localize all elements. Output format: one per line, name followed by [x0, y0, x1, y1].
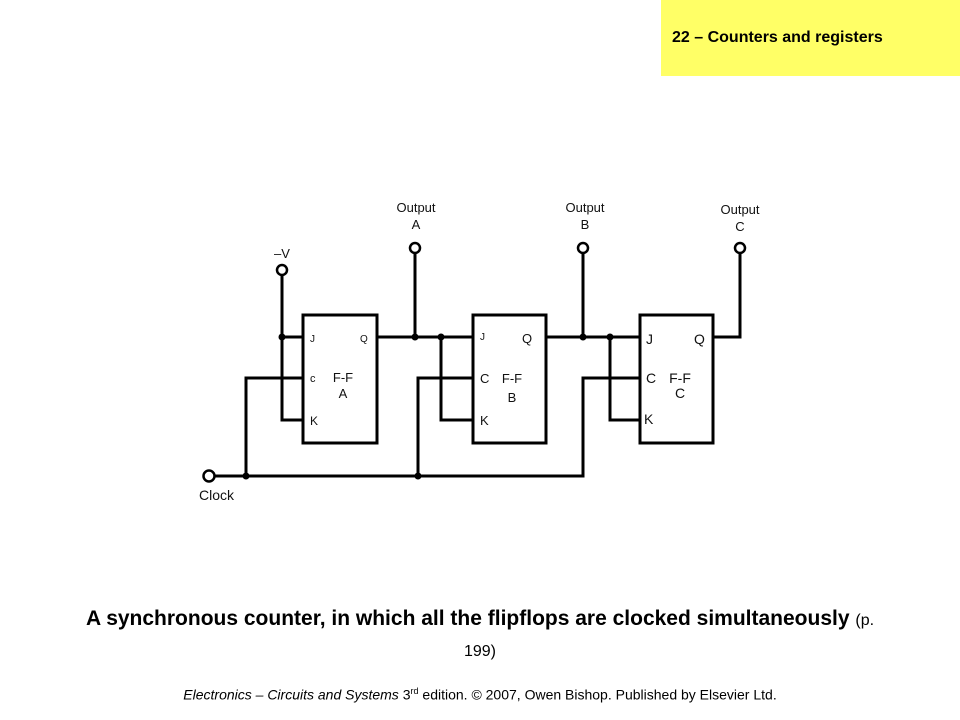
ff-c-c: C — [646, 370, 656, 386]
ff-a-name: F-F — [333, 370, 353, 385]
output-a-label: Output — [396, 200, 435, 215]
supply-terminal — [275, 263, 289, 277]
output-b-letter: B — [581, 217, 590, 232]
footer-book-title: Electronics – Circuits and Systems — [183, 686, 399, 703]
figure-caption: A synchronous counter, in which all the … — [80, 604, 880, 666]
ff-a-letter: A — [339, 386, 348, 401]
footer-publisher: edition. © 2007, Owen Bishop. Published … — [418, 686, 777, 703]
chapter-tab: 22 – Counters and registers — [661, 0, 960, 76]
footer-edition-number: 3 — [402, 686, 411, 703]
ff-c-letter: C — [675, 385, 685, 401]
output-b-label: Output — [565, 200, 604, 215]
footer-credit: Electronics – Circuits and Systems 3rd e… — [0, 686, 960, 703]
clock-terminal — [202, 469, 216, 483]
ff-a-j: J — [310, 334, 315, 345]
output-c-letter: C — [735, 219, 744, 234]
ff-b-letter: B — [508, 390, 517, 405]
ff-c-q: Q — [694, 331, 705, 347]
caption-page-ref: (p. 199) — [463, 612, 875, 660]
ff-b-q: Q — [522, 331, 532, 346]
supply-label: –V — [274, 246, 290, 261]
output-c-label: Output — [720, 202, 759, 217]
chapter-title: 22 – Counters and registers — [672, 29, 883, 46]
ff-b-k: K — [480, 413, 489, 428]
output-c-terminal — [733, 241, 747, 255]
ff-b-name: F-F — [502, 371, 522, 386]
q-c-wire — [711, 250, 742, 339]
ff-b-c: C — [480, 371, 489, 386]
footer-edition-suffix: rd — [410, 686, 419, 696]
ff-a-c: c — [310, 373, 316, 385]
output-a-terminal — [408, 241, 422, 255]
output-a-letter: A — [412, 217, 421, 232]
ff-a-q: Q — [360, 334, 368, 345]
output-b-terminal — [576, 241, 590, 255]
ff-c-j: J — [646, 331, 653, 347]
ff-c-k: K — [644, 411, 654, 427]
ff-c-name: F-F — [669, 370, 691, 386]
clock-label: Clock — [199, 487, 235, 503]
ff-a-k: K — [310, 414, 318, 428]
caption-text: A synchronous counter, in which all the … — [85, 607, 850, 630]
ff-b-j: J — [480, 332, 485, 343]
